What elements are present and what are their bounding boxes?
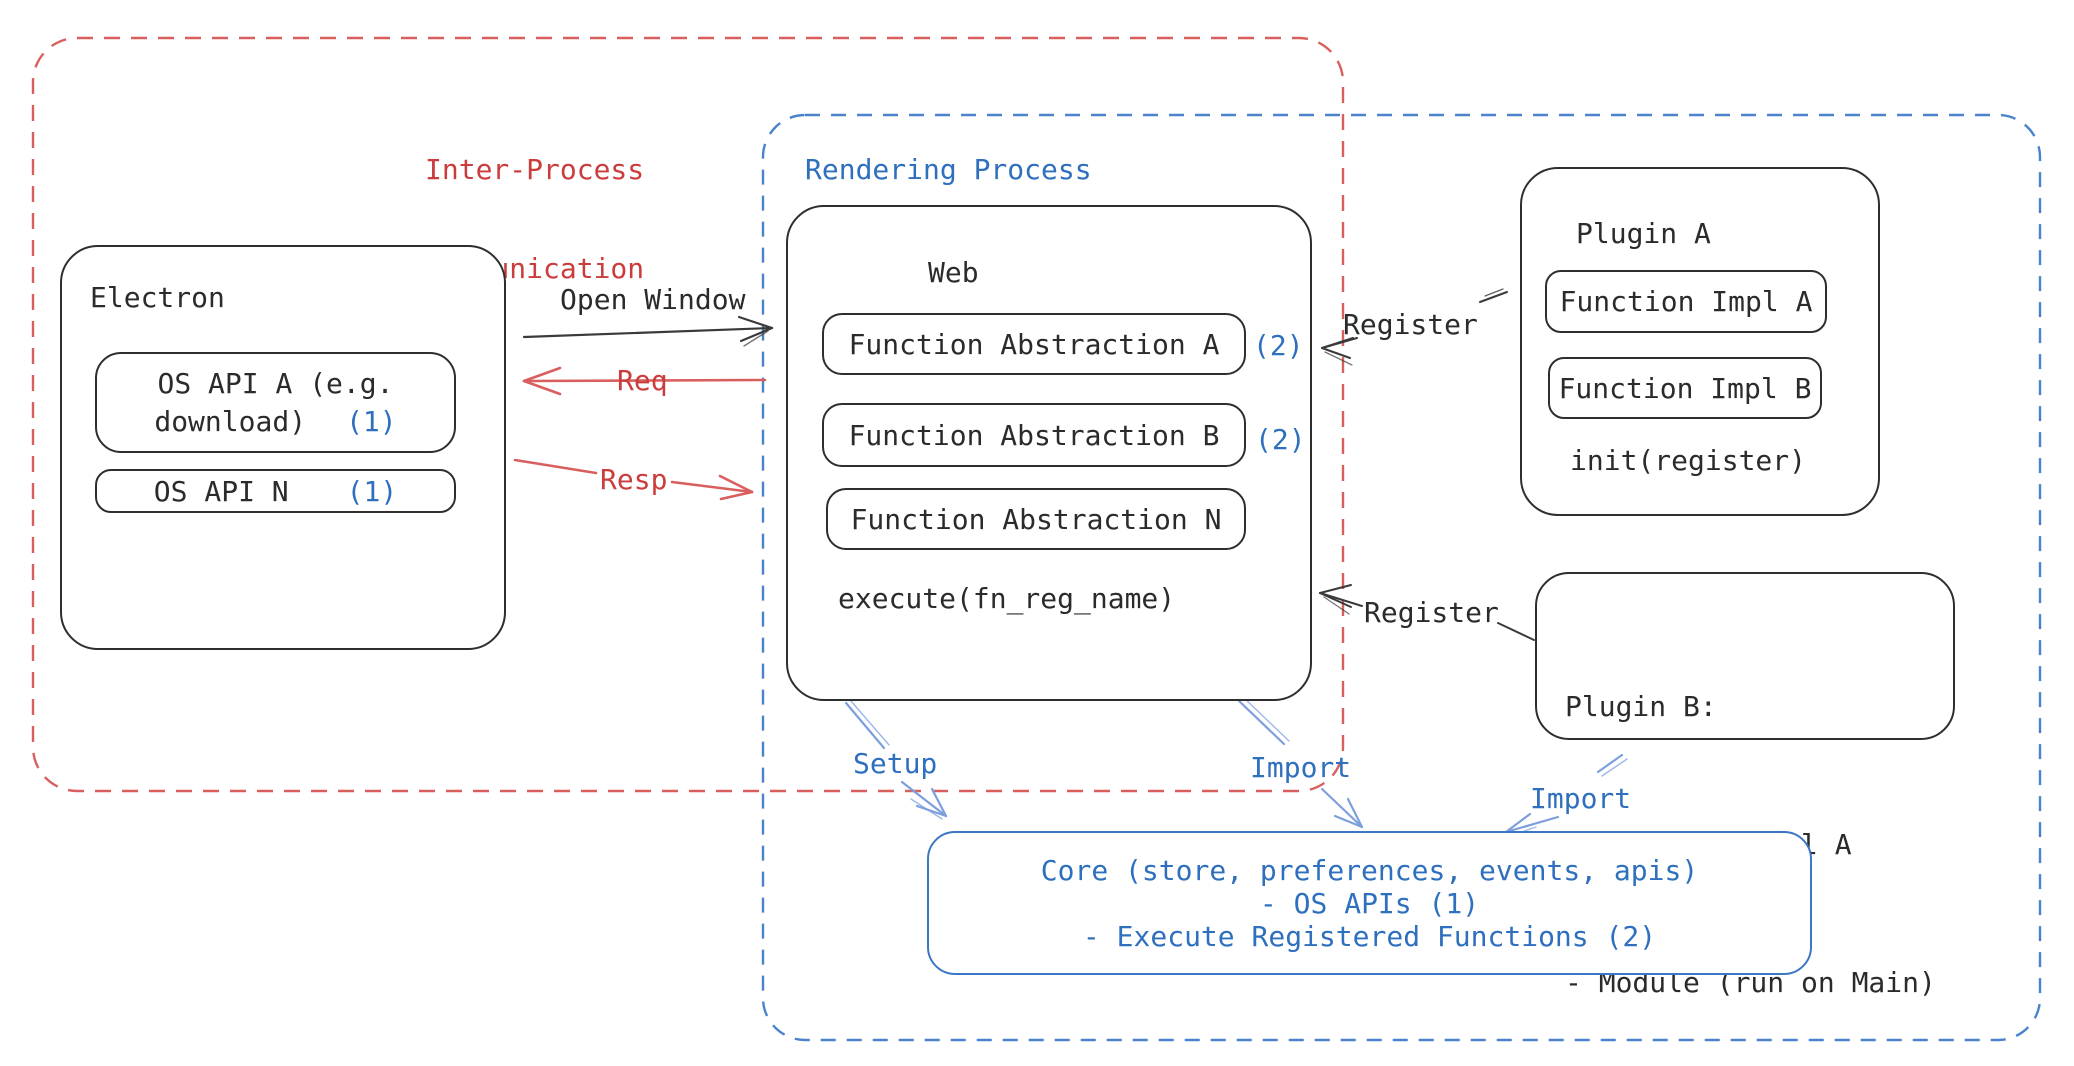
os-api-a-line2-text: download) [154, 404, 307, 438]
init-register-label: init(register) [1570, 444, 1807, 477]
function-impl-b-box: Function Impl B [1548, 357, 1822, 419]
import-middle-arrow [1236, 696, 1364, 829]
core-box: Core (store, preferences, events, apis) … [927, 831, 1812, 975]
web-title: Web [928, 256, 979, 289]
setup-arrow [844, 700, 948, 820]
resp-label: Resp [600, 463, 668, 496]
register-bottom-arrow [1319, 584, 1535, 641]
function-abstraction-a-label: Function Abstraction A [848, 327, 1220, 361]
plugin-b-box [1535, 572, 1955, 740]
ipc-group-title: Inter-Process Communication [425, 87, 644, 351]
function-abstraction-b-box: Function Abstraction B [822, 403, 1246, 467]
open-window-label: Open Window [560, 283, 746, 316]
function-abstraction-b-num: (2) [1255, 423, 1306, 456]
plugin-a-title: Plugin A [1576, 217, 1711, 250]
setup-label: Setup [853, 747, 938, 780]
function-abstraction-n-label: Function Abstraction N [850, 502, 1222, 536]
open-window-arrow [522, 315, 774, 347]
rendering-dashed-border [761, 113, 2042, 1042]
os-api-n-label: OS API N (1) [154, 475, 397, 508]
register-bottom-label: Register [1364, 596, 1499, 629]
register-top-label: Register [1343, 308, 1478, 341]
core-line2: - OS APIs (1) [1259, 886, 1480, 920]
plugin-b-text: Plugin B: - Function Impl A - Module (ru… [1565, 592, 1936, 1066]
register-top-arrow [1321, 288, 1508, 366]
function-impl-b-label: Function Impl B [1558, 371, 1812, 405]
core-line3: - Execute Registered Functions (2) [1082, 919, 1657, 953]
resp-arrow [513, 458, 754, 501]
plugin-a-box [1520, 167, 1880, 516]
electron-title: Electron [90, 281, 225, 314]
import-right-label: Import [1530, 782, 1632, 815]
req-label: Req [617, 364, 668, 397]
ipc-title-line1: Inter-Process [425, 153, 645, 186]
core-line1: Core (store, preferences, events, apis) [1040, 853, 1699, 887]
import-middle-label: Import [1250, 751, 1352, 784]
execute-label: execute(fn_reg_name) [838, 582, 1176, 615]
function-abstraction-b-label: Function Abstraction B [848, 418, 1220, 452]
os-api-n-box: OS API N (1) [95, 469, 456, 513]
os-api-a-num: (1) [346, 404, 397, 438]
os-api-a-box: OS API A (e.g. download) (1) [95, 352, 456, 453]
os-api-n-num: (1) [346, 474, 398, 508]
os-api-n-text: OS API N [153, 474, 289, 508]
os-api-a-line1: OS API A (e.g. [157, 366, 394, 400]
rendering-group-title: Rendering Process [805, 153, 1092, 186]
req-arrow [522, 366, 767, 396]
os-api-a-line2: download) (1) [154, 403, 396, 441]
function-abstraction-n-box: Function Abstraction N [826, 488, 1246, 550]
function-impl-a-label: Function Impl A [1559, 285, 1813, 318]
ipc-dashed-border [31, 36, 1345, 793]
function-impl-a-box: Function Impl A [1545, 270, 1827, 333]
function-abstraction-a-num: (2) [1253, 329, 1304, 362]
plugin-b-title: Plugin B: [1565, 690, 1717, 723]
function-abstraction-a-box: Function Abstraction A [822, 313, 1246, 375]
